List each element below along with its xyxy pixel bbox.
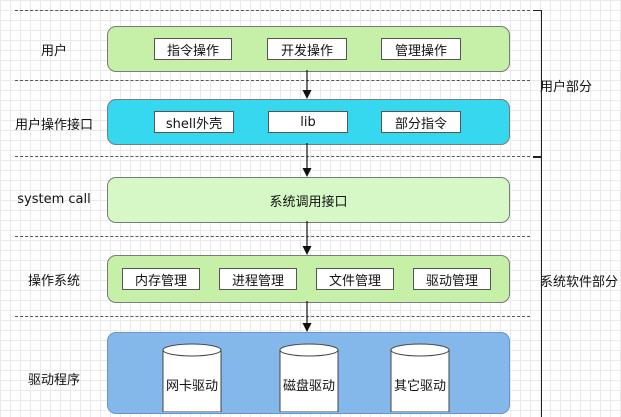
driver-item-disk: 磁盘驱动 — [282, 379, 335, 394]
user-item-manage: 管理操作 — [381, 38, 461, 60]
arrow-syscall-to-os — [302, 221, 312, 255]
interface-layer-panel: shell外壳 lib 部分指令 — [107, 99, 510, 145]
separator-4 — [15, 316, 530, 317]
os-item-process: 进程管理 — [219, 268, 297, 290]
interface-item-shell: shell外壳 — [154, 111, 234, 133]
driver-layer-panel: 网卡驱动 磁盘驱动 其它驱动 — [107, 332, 510, 414]
arrow-os-to-driver — [302, 301, 312, 332]
cylinder-network — [162, 343, 222, 412]
syscall-layer-panel: 系统调用接口 — [107, 177, 510, 223]
row-label-driver: 驱动程序 — [27, 373, 80, 388]
user-item-develop: 开发操作 — [267, 38, 347, 60]
interface-item-lib: lib — [268, 111, 348, 133]
os-item-file: 文件管理 — [316, 268, 394, 290]
os-item-memory: 内存管理 — [122, 268, 200, 290]
separator-top — [15, 10, 530, 11]
separator-1 — [15, 80, 530, 81]
interface-item-commands: 部分指令 — [381, 111, 461, 133]
row-label-syscall: system call — [17, 192, 91, 207]
separator-3 — [15, 236, 530, 237]
row-label-os: 操作系统 — [27, 274, 80, 289]
driver-item-network: 网卡驱动 — [165, 379, 218, 394]
cylinder-disk — [279, 343, 339, 412]
group-label-system-part: 系统软件部分 — [540, 275, 619, 290]
arrow-interface-to-syscall — [302, 143, 312, 177]
arrow-user-to-interface — [302, 70, 312, 99]
driver-item-other: 其它驱动 — [393, 379, 446, 394]
row-label-user: 用户 — [40, 44, 67, 59]
cylinder-other — [390, 343, 450, 412]
row-label-interface: 用户操作接口 — [14, 118, 93, 133]
bracket-user-part — [533, 10, 542, 158]
os-layer-panel: 内存管理 进程管理 文件管理 驱动管理 — [107, 255, 510, 303]
bracket-system-part — [533, 156, 542, 417]
os-item-driver: 驱动管理 — [413, 268, 491, 290]
group-label-user-part: 用户部分 — [540, 80, 593, 95]
separator-2 — [15, 156, 530, 157]
user-layer-panel: 指令操作 开发操作 管理操作 — [107, 26, 510, 72]
user-item-command: 指令操作 — [154, 38, 232, 60]
syscall-interface-label: 系统调用接口 — [269, 194, 348, 210]
